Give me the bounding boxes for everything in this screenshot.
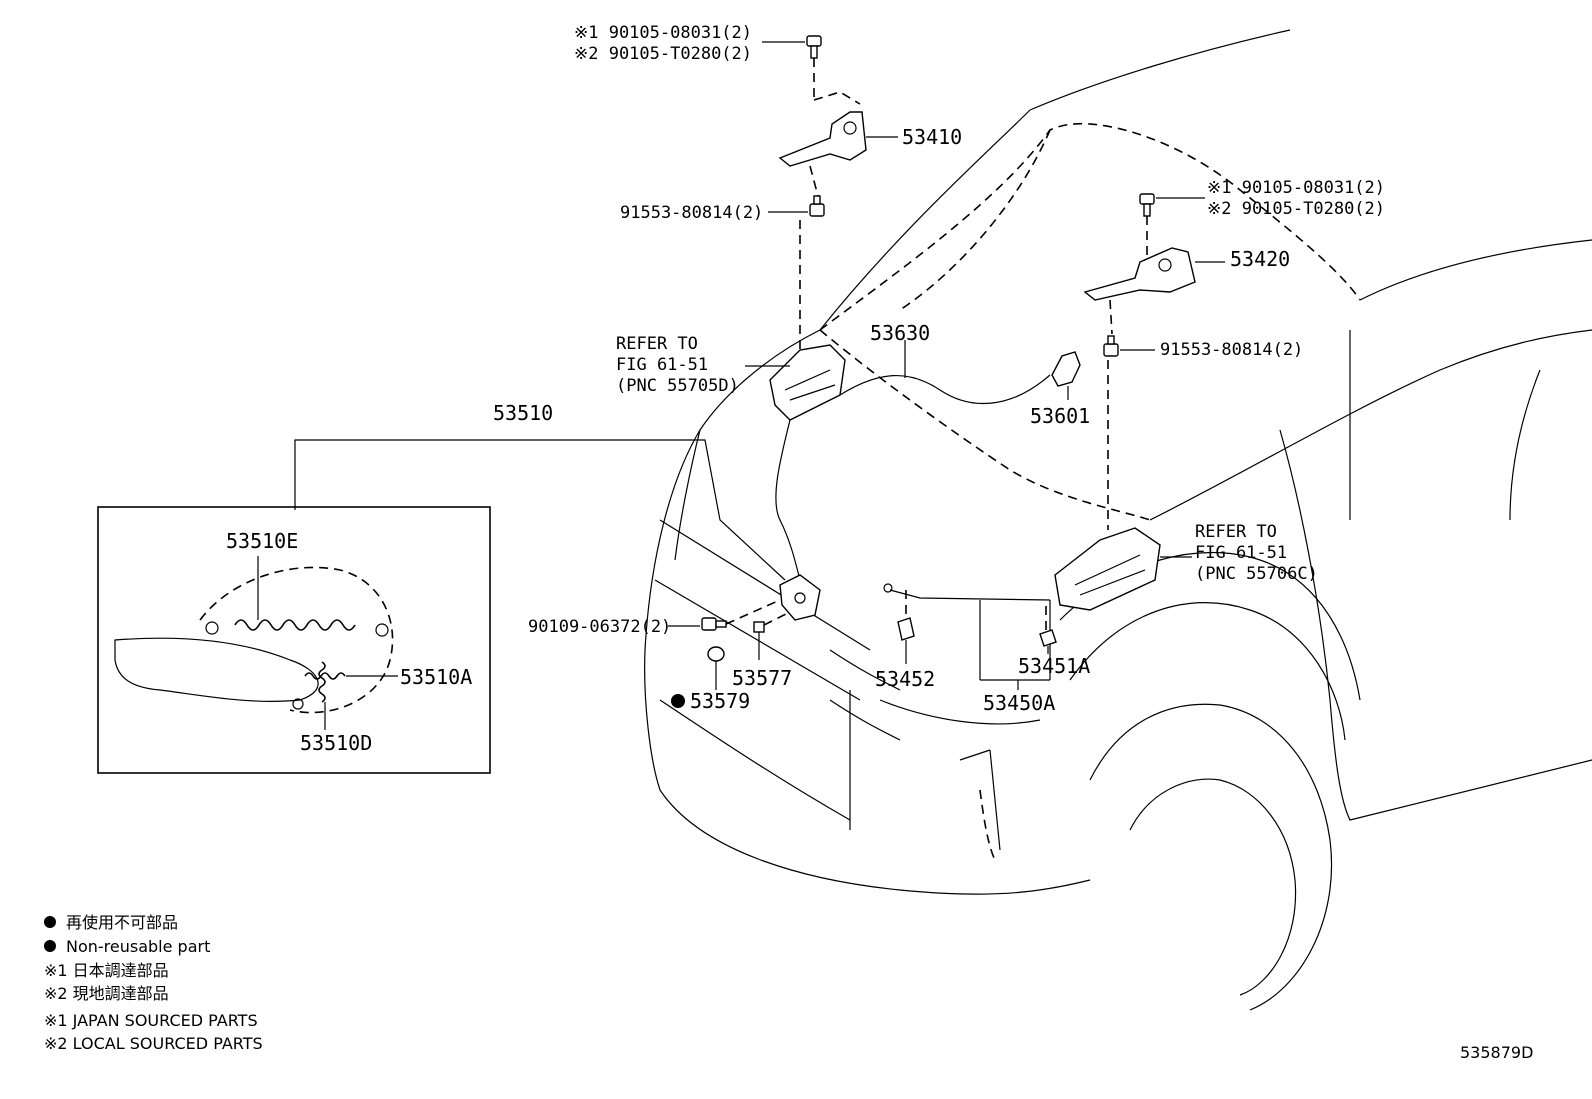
bolt-top-right bbox=[1139, 193, 1155, 217]
callout-bolt-top-right-2: ※2 90105-T0280(2) bbox=[1207, 199, 1385, 219]
legend-note1-jp: ※1 日本調達部品 bbox=[44, 961, 169, 980]
callout-refer-right-1: REFER TO bbox=[1195, 522, 1277, 542]
legend-dot-jp bbox=[44, 916, 56, 928]
legend-note2-jp: ※2 現地調達部品 bbox=[44, 984, 169, 1003]
callout-bolt-top-right-1: ※1 90105-08031(2) bbox=[1207, 178, 1385, 198]
callout-nut-left: 91553-80814(2) bbox=[620, 203, 763, 223]
clip-53577 bbox=[753, 621, 765, 660]
legend-dot-en bbox=[44, 940, 56, 952]
bolt-top-left bbox=[806, 35, 822, 59]
callout-hinge-left: 53410 bbox=[902, 125, 962, 149]
callout-refer-right-2: FIG 61-51 bbox=[1195, 543, 1287, 563]
callout-rod-53450a: 53450A bbox=[983, 691, 1055, 715]
hood-release-handle bbox=[1051, 351, 1081, 400]
callout-clip-53451a: 53451A bbox=[1018, 654, 1090, 678]
callout-lock-assembly: 53510 bbox=[493, 401, 553, 425]
legend-note1-en: ※1 JAPAN SOURCED PARTS bbox=[44, 1011, 258, 1030]
callout-bolt-lock: 90109-06372(2) bbox=[528, 617, 671, 637]
hinge-right-group bbox=[1083, 193, 1225, 530]
diagram-id: 535879D bbox=[1460, 1043, 1533, 1062]
callout-clip-53577: 53577 bbox=[732, 666, 792, 690]
callout-bolt-top-left-2: ※2 90105-T0280(2) bbox=[574, 44, 752, 64]
legend: 再使用不可部品 Non-reusable part ※1 日本調達部品 ※2 現… bbox=[44, 913, 263, 1053]
legend-nonreusable-en: Non-reusable part bbox=[66, 937, 210, 956]
callout-refer-right-3: (PNC 55706C) bbox=[1195, 564, 1318, 584]
hinge-left-group bbox=[762, 35, 898, 380]
callout-lock-spring-e: 53510E bbox=[226, 529, 298, 553]
callout-lock-spring-a: 53510A bbox=[400, 665, 472, 689]
hood-hinge-bracket-left bbox=[745, 344, 846, 421]
callout-refer-left-3: (PNC 55705D) bbox=[616, 376, 739, 396]
callout-hinge-right: 53420 bbox=[1230, 247, 1290, 271]
callout-handle: 53601 bbox=[1030, 404, 1090, 428]
callout-refer-left-1: REFER TO bbox=[616, 334, 698, 354]
bolt-lock bbox=[701, 617, 727, 631]
support-53452 bbox=[897, 617, 915, 664]
nut-left bbox=[809, 195, 825, 217]
pad-53579 bbox=[707, 646, 725, 690]
lock-detail-inset bbox=[97, 506, 491, 774]
nut-right bbox=[1103, 335, 1119, 357]
callout-cable: 53630 bbox=[870, 321, 930, 345]
clip-53451a bbox=[1039, 629, 1057, 654]
release-cable bbox=[775, 340, 1051, 581]
hinge-right bbox=[1083, 247, 1196, 301]
callout-bolt-top-left-1: ※1 90105-08031(2) bbox=[574, 23, 752, 43]
nonreusable-dot-53579 bbox=[671, 694, 685, 708]
support-rod bbox=[883, 583, 1051, 681]
callout-refer-left-2: FIG 61-51 bbox=[616, 355, 708, 375]
legend-note2-en: ※2 LOCAL SOURCED PARTS bbox=[44, 1034, 263, 1053]
callout-lock-spring-d: 53510D bbox=[300, 731, 372, 755]
legend-nonreusable-jp: 再使用不可部品 bbox=[66, 913, 178, 932]
lock-assembly-small bbox=[779, 574, 821, 621]
callout-support-53452: 53452 bbox=[875, 667, 935, 691]
hood-hinge-bracket-right bbox=[1054, 527, 1192, 611]
vehicle-outline bbox=[644, 29, 1592, 1011]
callout-nut-right: 91553-80814(2) bbox=[1160, 340, 1303, 360]
callout-pad-53579: 53579 bbox=[690, 689, 750, 713]
hinge-left bbox=[778, 111, 867, 167]
